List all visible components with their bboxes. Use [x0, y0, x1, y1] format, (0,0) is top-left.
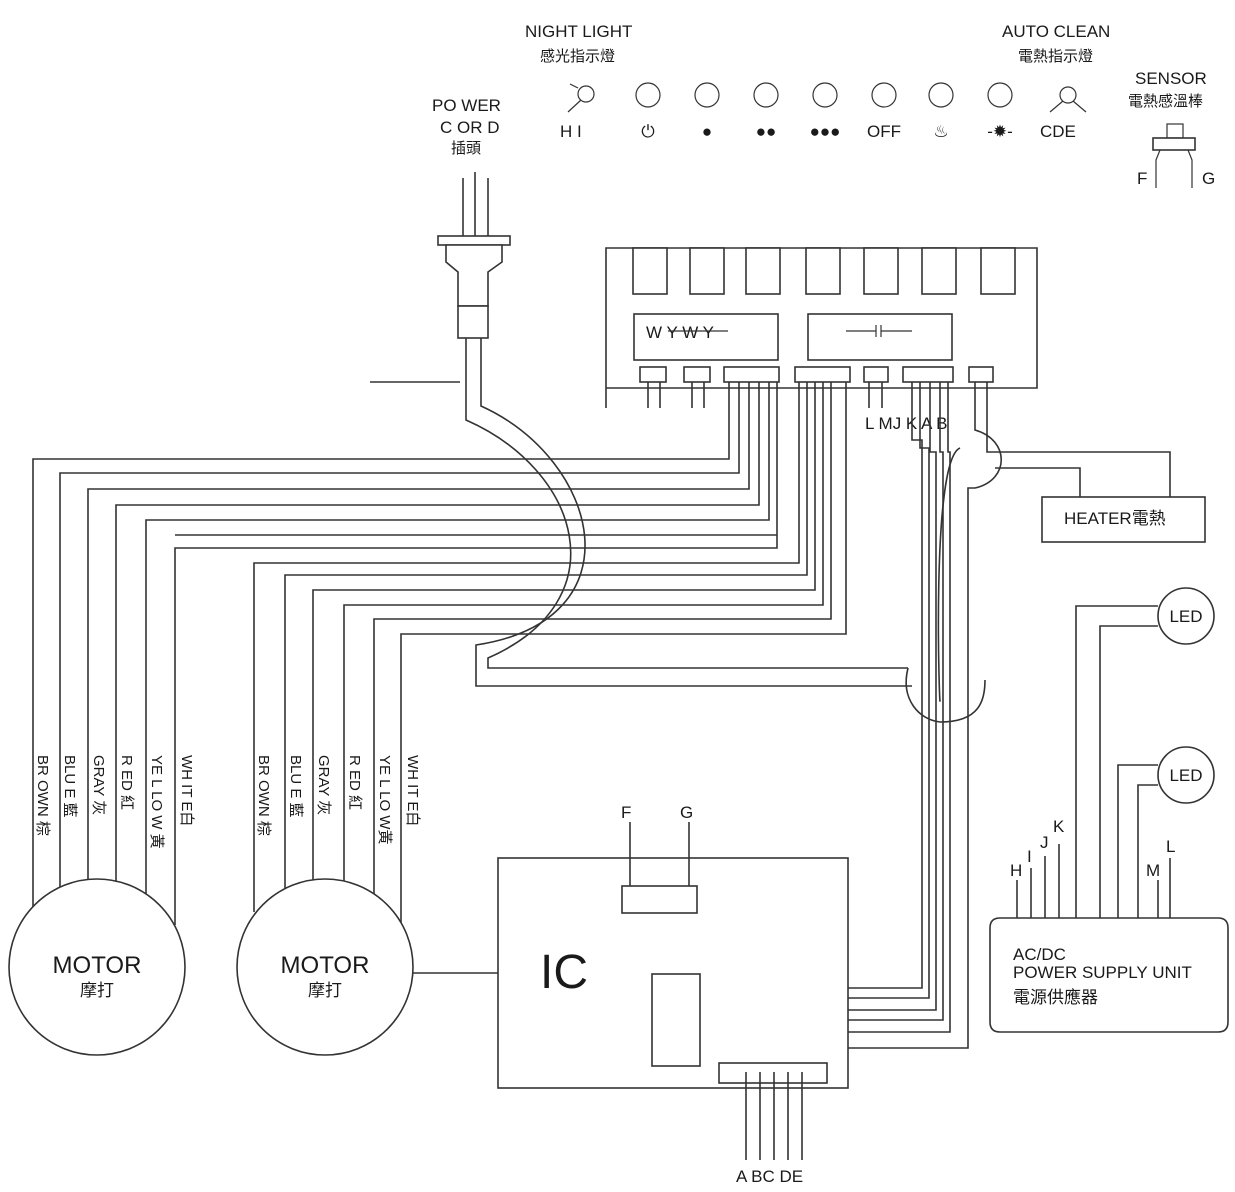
m2-wire-brown: BR OWN 棕 — [255, 755, 272, 836]
speed-3-icon: ●●● — [810, 122, 841, 141]
led-2: LED — [1157, 746, 1215, 804]
motor-2: MOTOR 摩打 — [236, 878, 414, 1056]
panel-buttons: ⏻ ● ●● ●●● OFF ♨ -✹- — [635, 82, 1013, 141]
motor-2-label: MOTOR — [281, 952, 370, 979]
panel-button-circle — [635, 82, 661, 108]
panel-button-circle — [812, 82, 838, 108]
auto-clean-label: AUTO CLEAN — [1002, 22, 1110, 41]
power-icon: ⏻ — [641, 122, 655, 141]
psu-line-1: AC/DC — [1013, 945, 1066, 964]
panel-button-circle — [987, 82, 1013, 108]
board-connector-labels: L MJ K A B — [865, 414, 948, 433]
heat-clean-icon: ♨ — [933, 122, 948, 141]
psu-line-2: POWER SUPPLY UNIT — [1013, 963, 1192, 982]
ic-f-label: F — [621, 803, 631, 822]
motor-1: MOTOR 摩打 — [8, 878, 186, 1056]
motor-1-label: MOTOR — [53, 952, 142, 979]
led-2-label: LED — [1169, 766, 1202, 785]
sensor-probe-icon — [1152, 123, 1196, 188]
m2-wire-yellow: YE L LO W黃 — [376, 755, 393, 844]
psu-line-3: 電源供應器 — [1013, 987, 1098, 1007]
psu-pin-h: H — [1010, 861, 1022, 880]
power-cord-cn-label: 插頭 — [451, 140, 481, 157]
heater-wires — [845, 382, 1171, 1049]
m1-wire-yellow: YE L LO W 黃 — [148, 755, 165, 849]
ic-bottom-pin-labels: A BC DE — [736, 1167, 803, 1186]
m2-wire-white: WH IT E白 — [404, 755, 421, 826]
psu-pin-m: M — [1146, 861, 1160, 880]
panel-button-circle — [871, 82, 897, 108]
sensor-f-label: F — [1137, 169, 1147, 188]
m1-wire-white: WH IT E白 — [178, 755, 195, 826]
m2-wire-blue: BLU E 藍 — [287, 755, 304, 818]
m1-wire-brown: BR OWN 棕 — [34, 755, 51, 836]
motor-2-wires — [253, 382, 847, 925]
auto-clean-lamp-icon — [1049, 86, 1087, 113]
off-label: OFF — [867, 122, 901, 141]
led-1-label: LED — [1169, 607, 1202, 626]
ic-bottom-pins — [745, 1072, 803, 1160]
ic-g-label: G — [680, 803, 693, 822]
sensor-g-label: G — [1202, 169, 1215, 188]
night-light-label: NIGHT LIGHT — [525, 22, 632, 41]
m1-wire-blue: BLU E 藍 — [61, 755, 78, 818]
motor-1-wires — [32, 382, 778, 925]
hi-label: H I — [560, 122, 582, 141]
psu-pin-i: I — [1027, 847, 1032, 866]
control-board: W Y W Y — [605, 247, 1038, 408]
motor-2-cn-label: 摩打 — [308, 981, 342, 1000]
led-1: LED — [1157, 587, 1215, 645]
heater-label: HEATER電熱 — [1064, 509, 1166, 528]
power-cord-cable — [465, 338, 986, 723]
psu-pin-k: K — [1053, 817, 1065, 836]
speed-2-icon: ●● — [756, 122, 777, 141]
panel-button-circle — [928, 82, 954, 108]
m1-wire-red: R ED 紅 — [118, 755, 135, 810]
psu-pins — [1016, 844, 1171, 918]
relay-wy-label: W Y W Y — [646, 323, 714, 342]
m2-wire-gray: GRAY 灰 — [315, 755, 332, 815]
ic-label: IC — [540, 946, 588, 999]
auto-clean-cn-label: 電熱指示燈 — [1018, 48, 1093, 65]
panel-button-circle — [753, 82, 779, 108]
panel-button-circle — [694, 82, 720, 108]
m1-wire-gray: GRAY 灰 — [90, 755, 107, 815]
psu-pin-l: L — [1166, 837, 1175, 856]
night-light-icon — [567, 83, 595, 113]
power-cord-label-2: C OR D — [440, 118, 500, 137]
psu-pin-j: J — [1040, 833, 1049, 852]
heater-box — [1041, 496, 1206, 543]
motor-1-cn-label: 摩打 — [80, 981, 114, 1000]
light-icon: -✹- — [987, 122, 1013, 141]
night-light-cn-label: 感光指示燈 — [540, 48, 615, 65]
psu-box — [989, 917, 1229, 1033]
power-cord-label-1: PO WER — [432, 96, 501, 115]
sensor-label: SENSOR — [1135, 69, 1207, 88]
speed-1-icon: ● — [702, 122, 712, 141]
cde-label: CDE — [1040, 122, 1076, 141]
sensor-cn-label: 電熱感溫棒 — [1128, 93, 1203, 110]
power-plug-icon — [437, 172, 511, 339]
m2-wire-red: R ED 紅 — [346, 755, 363, 810]
